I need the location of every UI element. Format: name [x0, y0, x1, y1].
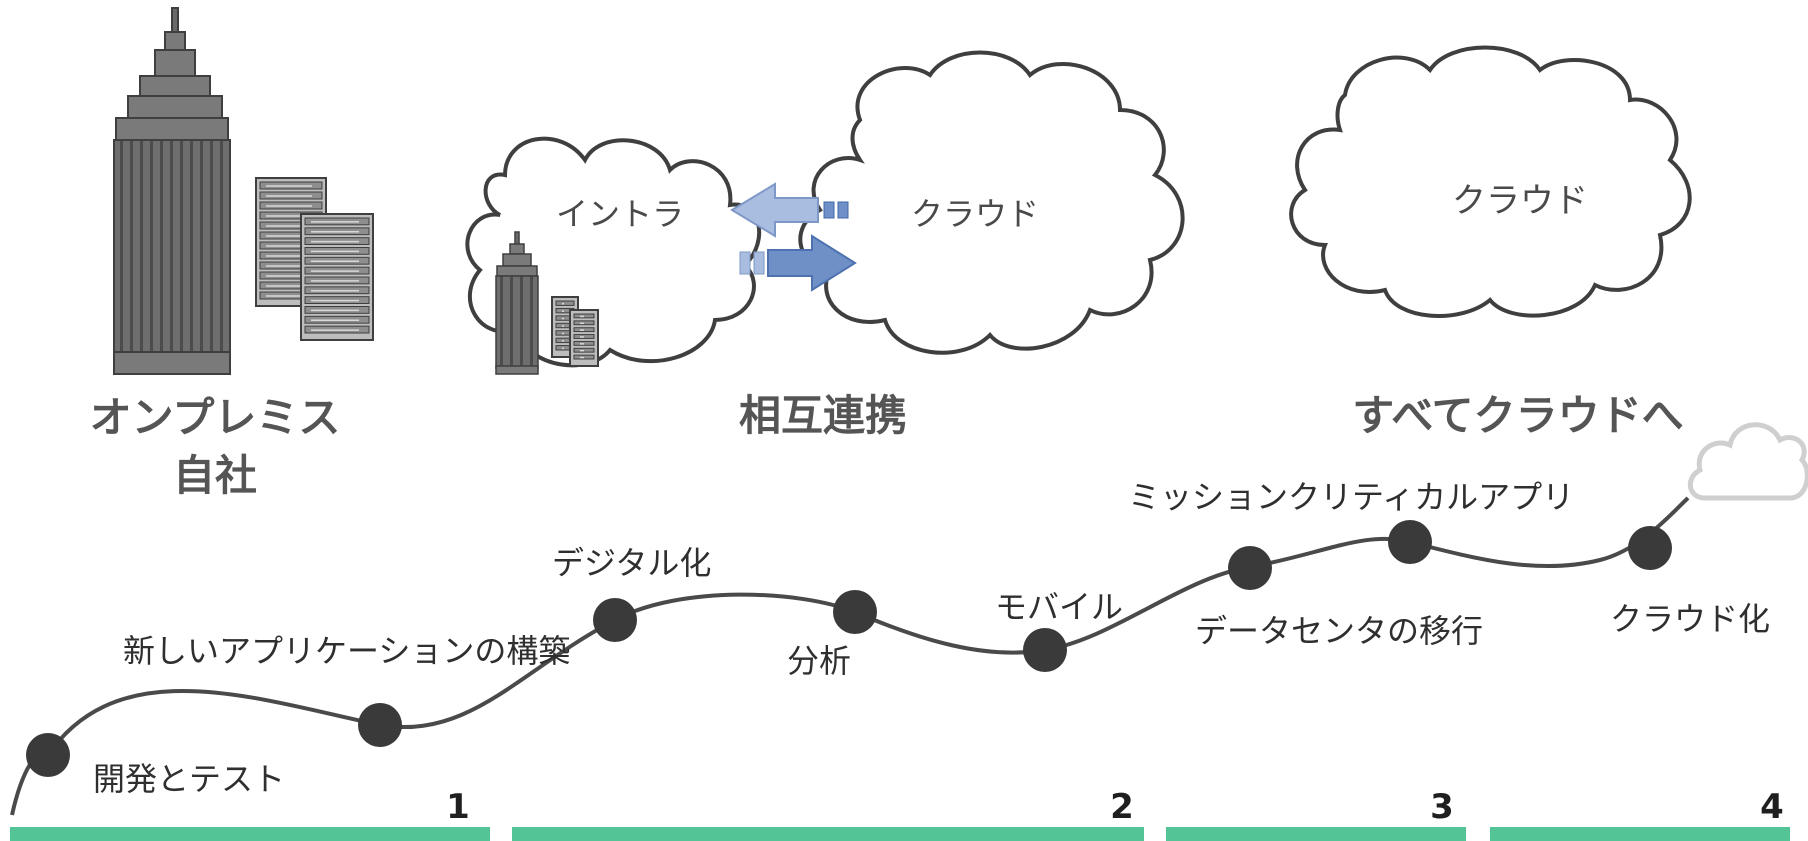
milestone-dot	[593, 598, 637, 642]
milestone-dot	[1023, 628, 1067, 672]
onprem-server-rack-icon	[255, 177, 374, 341]
milestone-markers	[26, 520, 1672, 777]
milestone-dot	[26, 733, 70, 777]
intranet-server-rack-icon	[551, 296, 599, 367]
arrow-right-icon	[739, 234, 857, 292]
phase-bar	[10, 827, 490, 841]
phase-bar	[1166, 827, 1466, 841]
hybrid-heading: 相互連携	[739, 391, 907, 440]
destination-cloud-icon	[1688, 422, 1808, 501]
allcloud-heading: すべてクラウドへ	[1352, 391, 1683, 440]
milestone-label: 新しいアプリケーションの構築	[123, 632, 570, 670]
milestone-label: ミッションクリティカルアプリ	[1128, 478, 1574, 516]
arrow-left-icon	[730, 182, 849, 238]
onprem-skyscraper-icon	[113, 7, 231, 375]
journey-path	[10, 496, 1690, 816]
intranet-label: イントラ	[556, 195, 684, 233]
phase-number: 3	[1430, 787, 1454, 827]
onprem-heading-line1: オンプレミス	[90, 393, 341, 442]
milestone-dot	[1228, 546, 1272, 590]
hybrid-cloud-label: クラウド	[911, 195, 1039, 233]
hybrid-cloud-icon	[798, 50, 1185, 355]
milestone-dot	[1628, 526, 1672, 570]
milestone-dot	[1388, 520, 1432, 564]
milestone-label: デジタル化	[552, 544, 711, 582]
milestone-label: クラウド化	[1610, 600, 1770, 638]
onprem-heading-line2: 自社	[173, 451, 257, 500]
phase-bar	[512, 827, 1144, 841]
milestone-dot	[358, 703, 402, 747]
intranet-skyscraper-icon	[495, 231, 539, 375]
milestone-label: 分析	[787, 642, 851, 680]
phase-number: 1	[446, 787, 470, 827]
all-cloud-label: クラウド	[1452, 181, 1588, 221]
milestone-label: モバイル	[995, 588, 1123, 626]
milestone-label: 開発とテスト	[93, 760, 285, 798]
milestone-dot	[833, 590, 877, 634]
milestone-label: データセンタの移行	[1195, 612, 1483, 650]
all-cloud-icon	[1289, 45, 1692, 318]
phase-number: 2	[1110, 787, 1134, 827]
phase-bar	[1490, 827, 1790, 841]
phase-number: 4	[1760, 787, 1784, 827]
